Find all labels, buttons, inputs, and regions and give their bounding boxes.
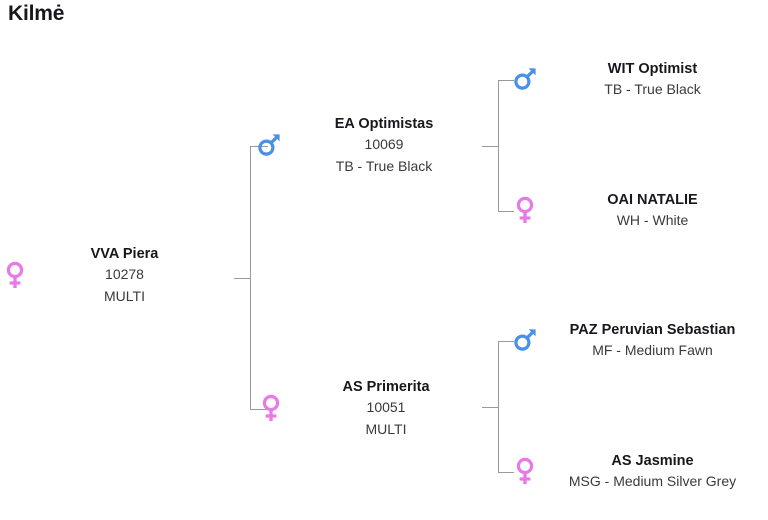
pedigree-node-root[interactable]: VVA Piera 10278 MULTI	[2, 243, 217, 307]
pedigree-node-info: VVA Piera 10278 MULTI	[28, 243, 217, 307]
animal-name: WIT Optimist	[607, 61, 698, 77]
venus-icon	[512, 456, 538, 486]
animal-color: WH - White	[616, 212, 689, 229]
page-title: Kilmė	[8, 2, 65, 25]
pedigree-node-maternal-grandsire[interactable]: PAZ Peruvian Sebastian MF - Medium Fawn	[512, 319, 767, 362]
pedigree-node-info: PAZ Peruvian Sebastian MF - Medium Fawn	[538, 319, 767, 362]
pedigree-node-paternal-granddam[interactable]: OAI NATALIE WH - White	[512, 189, 767, 232]
pedigree-node-paternal-grandsire[interactable]: WIT Optimist TB - True Black	[512, 58, 767, 101]
pedigree-node-info: AS Jasmine MSG - Medium Silver Grey	[538, 450, 767, 493]
animal-color: MULTI	[104, 287, 145, 304]
animal-color: TB - True Black	[604, 81, 701, 98]
venus-icon	[512, 195, 538, 225]
pedigree-node-info: OAI NATALIE WH - White	[538, 189, 767, 232]
animal-name: VVA Piera	[90, 246, 159, 262]
connector-bottom-stub	[250, 409, 268, 410]
pedigree-node-sire[interactable]: EA Optimistas 10069 TB - True Black	[256, 113, 486, 177]
connector-bottom-stub	[498, 472, 514, 473]
connector-mid-stub	[234, 278, 251, 279]
pedigree-node-maternal-granddam[interactable]: AS Jasmine MSG - Medium Silver Grey	[512, 450, 767, 493]
animal-id: 10069	[364, 136, 404, 153]
connector-top-stub	[498, 80, 514, 81]
pedigree-node-dam[interactable]: AS Primerita 10051 MULTI	[258, 376, 488, 440]
venus-icon	[2, 260, 28, 290]
animal-name: AS Jasmine	[611, 453, 694, 469]
connector-bottom-stub	[498, 211, 514, 212]
animal-color: MULTI	[365, 420, 407, 437]
animal-name: PAZ Peruvian Sebastian	[569, 322, 736, 338]
animal-color: MSG - Medium Silver Grey	[568, 473, 737, 490]
animal-name: AS Primerita	[342, 379, 430, 395]
venus-icon	[258, 393, 284, 423]
animal-color: TB - True Black	[335, 157, 433, 174]
connector-dam-to-gen2	[482, 341, 514, 473]
connector-sire-to-gen2	[482, 80, 514, 212]
connector-top-stub	[498, 341, 514, 342]
pedigree-node-info: EA Optimistas 10069 TB - True Black	[282, 113, 486, 177]
mars-icon	[512, 64, 538, 94]
animal-color: MF - Medium Fawn	[592, 342, 713, 359]
animal-id: 10051	[366, 399, 406, 416]
animal-name: OAI NATALIE	[607, 192, 698, 208]
animal-name: EA Optimistas	[334, 116, 434, 132]
mars-icon	[256, 130, 282, 160]
pedigree-node-info: WIT Optimist TB - True Black	[538, 58, 767, 101]
mars-icon	[512, 325, 538, 355]
connector-mid-stub	[482, 146, 499, 147]
animal-id: 10278	[105, 266, 144, 283]
pedigree-node-info: AS Primerita 10051 MULTI	[284, 376, 488, 440]
connector-mid-stub	[482, 407, 499, 408]
connector-root-to-gen1	[234, 146, 268, 410]
